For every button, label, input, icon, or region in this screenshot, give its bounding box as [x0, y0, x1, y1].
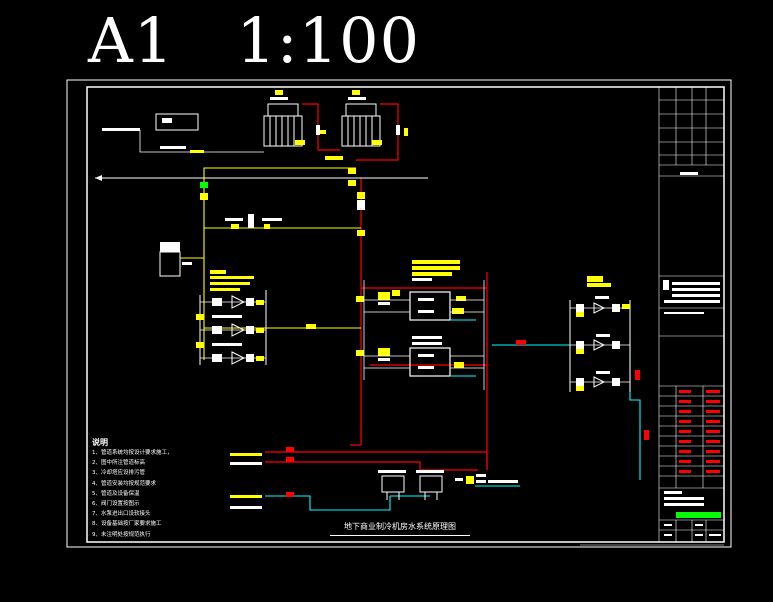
note-text: 管道及设备保温: [101, 490, 140, 497]
chiller-unit-1: [378, 260, 466, 321]
expansion-tank: [159, 242, 192, 277]
title-block: [580, 87, 724, 546]
chilled-water-pipes: [180, 167, 361, 360]
drawing-title-text: 地下商业制冷机房水系统原理图: [344, 522, 456, 531]
makeup-valve-assembly: [455, 474, 518, 484]
inner-frame: [86, 86, 725, 543]
pipe-valve-markers-upper: [316, 125, 408, 136]
note-number: 8、: [92, 521, 101, 528]
note-number: 6、: [92, 501, 101, 508]
chilled-water-valves: [200, 182, 365, 236]
sheet-scale-title: A1 1:100: [88, 4, 421, 77]
chiller-cyan-connections: [450, 319, 476, 377]
note-text: 水泵进出口设软接头: [101, 511, 151, 518]
note-text: 未注明处按规范执行: [101, 531, 151, 538]
water-tank-2: [416, 470, 444, 500]
lower-pipe-markers: [230, 447, 294, 509]
note-number: 2、: [92, 460, 101, 467]
note-text: 图中所注管道标高: [101, 460, 146, 467]
cooling-tower-2: [341, 103, 381, 147]
note-number: 1、: [92, 450, 101, 456]
note-text: 管道系统均按设计要求施工，: [101, 450, 173, 456]
chiller-piping: [363, 280, 485, 390]
note-item: 2、图中所注管道标高: [92, 458, 282, 468]
note-item: 7、水泵进出口设软接头: [92, 509, 282, 519]
note-item: 1、管道系统均按设计要求施工，: [92, 448, 282, 458]
drawing-title: 地下商业制冷机房水系统原理图: [330, 521, 470, 536]
note-item: 6、阀门设置按图示: [92, 499, 282, 509]
flow-marker: [516, 340, 526, 345]
note-number: 9、: [92, 531, 101, 538]
notes-heading: 说明: [92, 438, 108, 447]
note-item: 3、冷却塔应设排污管: [92, 468, 282, 478]
note-text: 管道安装均按规范要求: [101, 480, 157, 487]
cooling-tower-labels: [270, 90, 382, 160]
title-block-marks: [663, 172, 721, 536]
note-number: 7、: [92, 511, 101, 518]
water-tank-1: [378, 470, 406, 500]
note-text: 冷却塔应设排污管: [101, 470, 146, 477]
cooling-tower-1: [263, 103, 303, 147]
supply-inlet-piping: [102, 113, 264, 153]
note-item: 5、管道及设备保温: [92, 489, 282, 499]
condenser-water-pipes-lower: [265, 444, 488, 471]
chilled-water-pump-group: [196, 270, 316, 365]
hot-water-pump-group: [569, 276, 649, 440]
chiller-unit-2: [356, 296, 464, 377]
note-item: 9、未注明处按规范执行: [92, 530, 282, 540]
note-item: 4、管道安装均按规范要求: [92, 479, 282, 489]
note-text: 设备基础按厂家要求施工: [101, 521, 162, 528]
note-text: 阀门设置按图示: [101, 501, 140, 508]
main-header-line: [95, 168, 428, 186]
note-number: 4、: [92, 480, 101, 487]
note-item: 8、设备基础按厂家要求施工: [92, 519, 282, 529]
outer-frame: [66, 79, 732, 548]
note-number: 3、: [92, 470, 101, 477]
note-number: 5、: [92, 490, 101, 497]
